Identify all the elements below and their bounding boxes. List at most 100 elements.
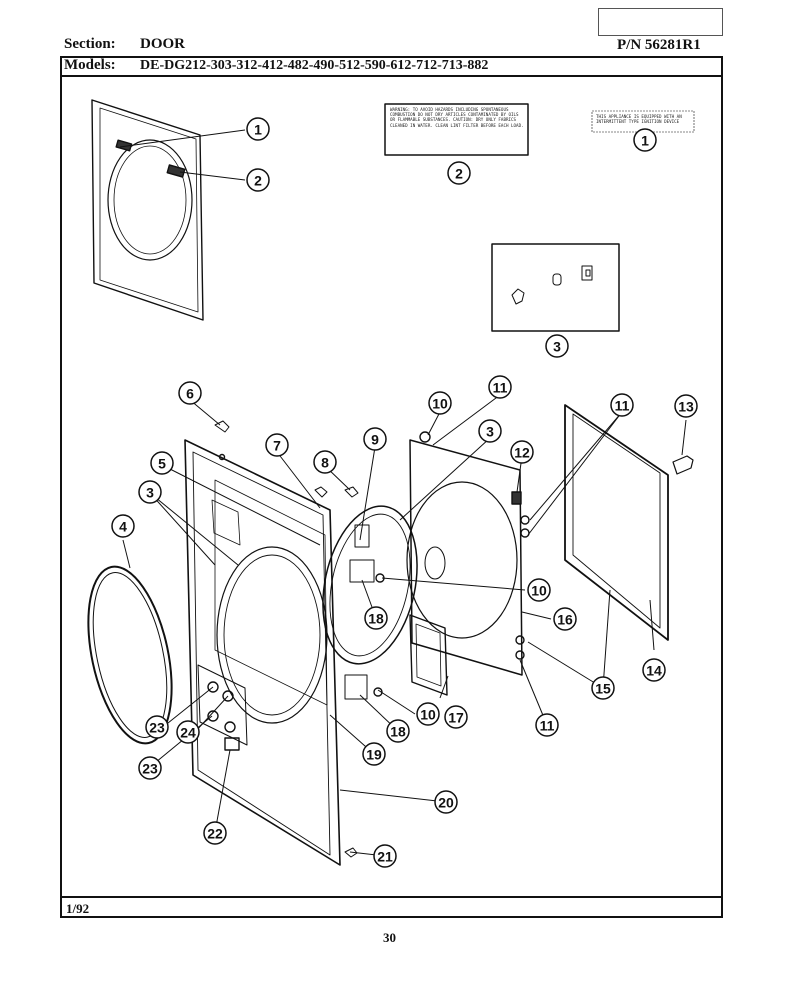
callout-number: 12 (514, 445, 530, 461)
door-seal-frame (564, 404, 669, 641)
callout-circle (386, 719, 410, 743)
callout-number: 8 (321, 455, 329, 471)
callout-18: 18 (364, 606, 388, 630)
callout-number: 3 (486, 424, 494, 440)
callout-8: 8 (313, 450, 337, 474)
hinge-screw-6 (214, 420, 230, 433)
callout-13: 13 (674, 394, 698, 418)
part-number: P/N 56281R1 (617, 37, 701, 53)
callout-circle (178, 381, 202, 405)
callout-circle (642, 658, 666, 682)
callout-circle (145, 715, 169, 739)
callout-5: 5 (150, 451, 174, 475)
header-blank-box (598, 8, 723, 36)
callout-circle (510, 440, 534, 464)
callout-number: 23 (142, 761, 158, 777)
callout-number: 13 (678, 399, 694, 415)
callout-3: 3 (545, 334, 569, 358)
callout-20: 20 (434, 790, 458, 814)
callout-number: 7 (273, 438, 281, 454)
callout-circle (444, 705, 468, 729)
lint-filter (409, 614, 448, 696)
inset-door-panel (91, 99, 204, 321)
callout-16: 16 (553, 607, 577, 631)
callout-number: 22 (207, 826, 223, 842)
callout-circle (416, 702, 440, 726)
callout-number: 14 (646, 663, 662, 679)
callout-number: 21 (377, 849, 393, 865)
callout-22: 22 (203, 821, 227, 845)
callout-number: 5 (158, 456, 166, 472)
revision-date: 1/92 (66, 901, 90, 916)
callout-number: 10 (432, 396, 448, 412)
callout-number: 16 (557, 612, 573, 628)
callout-3: 3 (478, 419, 502, 443)
callout-number: 18 (390, 724, 406, 740)
callout-number: 17 (448, 710, 464, 726)
callout-number: 10 (420, 707, 436, 723)
callout-18: 18 (386, 719, 410, 743)
callout-2: 2 (447, 161, 471, 185)
callout-circle (362, 742, 386, 766)
callout-10: 10 (428, 391, 452, 415)
callout-circle (364, 606, 388, 630)
diagram-frame (60, 56, 723, 918)
callout-9: 9 (363, 427, 387, 451)
hardware-kit-parts (511, 265, 593, 305)
callout-number: 9 (371, 432, 379, 448)
callout-12: 12 (510, 440, 534, 464)
callout-circle (478, 419, 502, 443)
callout-17: 17 (444, 705, 468, 729)
hardware-kit-box (491, 243, 620, 332)
leader-lines (119, 129, 687, 857)
section-label: Section: (64, 36, 116, 52)
callout-circle (246, 117, 270, 141)
callout-circle (265, 433, 289, 457)
callout-circle (246, 168, 270, 192)
callout-circle (527, 578, 551, 602)
callout-circle (434, 790, 458, 814)
callout-circle (674, 394, 698, 418)
warning-label-text: WARNING: TO AVOID HAZARDS INCLUDING SPON… (390, 107, 524, 128)
callout-number: 11 (493, 380, 508, 396)
callout-circle (203, 821, 227, 845)
callout-number: 10 (531, 583, 547, 599)
callout-11: 11 (488, 375, 512, 399)
callout-circle (633, 128, 657, 152)
callout-11: 11 (610, 393, 634, 417)
warning-label-outline (384, 103, 529, 156)
inner-door-panel (406, 431, 530, 676)
callout-circle (176, 720, 200, 744)
clip-7 (314, 486, 328, 498)
callout-number: 1 (641, 133, 649, 149)
section-value: DOOR (140, 36, 185, 52)
callout-circle (591, 676, 615, 700)
hinge-22 (224, 737, 240, 751)
models-divider (60, 75, 723, 77)
callout-15: 15 (591, 676, 615, 700)
callout-circle (111, 514, 135, 538)
callout-4: 4 (111, 514, 135, 538)
callout-circle (150, 451, 174, 475)
callout-7: 7 (265, 433, 289, 457)
callout-circle (488, 375, 512, 399)
callout-6: 6 (178, 381, 202, 405)
models-label: Models: (64, 57, 116, 73)
callout-14: 14 (642, 658, 666, 682)
callout-circle (428, 391, 452, 415)
inner-glass-ring (322, 505, 418, 700)
callout-circle (138, 480, 162, 504)
callout-number: 24 (180, 725, 196, 741)
callout-19: 19 (362, 742, 386, 766)
callout-1: 1 (246, 117, 270, 141)
callout-11: 11 (535, 713, 559, 737)
callout-number: 3 (146, 485, 154, 501)
callout-2: 2 (246, 168, 270, 192)
callout-number: 2 (254, 173, 262, 189)
caution-label-text: THIS APPLIANCE IS EQUIPPED WITH AN INTER… (596, 114, 682, 125)
callout-circle (363, 427, 387, 451)
callout-3: 3 (138, 480, 162, 504)
callout-number: 2 (455, 166, 463, 182)
callout-number: 1 (254, 122, 262, 138)
